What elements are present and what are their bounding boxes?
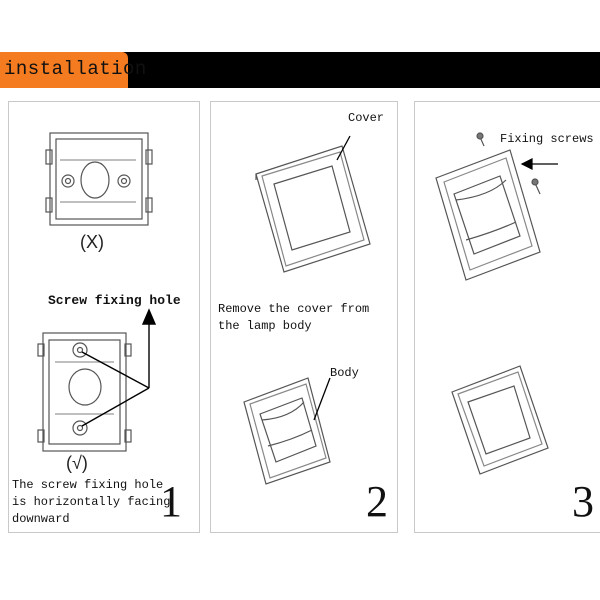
step-1-number: 1 — [160, 477, 182, 526]
wrong-orientation-mark: (X) — [80, 232, 104, 252]
step-1-caption-line-1: The screw fixing hole — [12, 478, 164, 492]
header-tab: installation — [0, 52, 146, 88]
step-1-panel — [8, 101, 200, 533]
body-label: Body — [330, 366, 359, 380]
header-banner: installation — [0, 52, 600, 88]
step-2-number: 2 — [366, 477, 388, 526]
step-1-caption-line-2: is horizontally facing — [12, 495, 171, 509]
step-1-caption-line-3: downward — [12, 512, 70, 526]
step-2-instruction-line-2: the lamp body — [218, 319, 312, 333]
step-3-panel — [414, 101, 600, 533]
step-2-instruction-line-1: Remove the cover from — [218, 302, 370, 316]
screw-fixing-hole-label: Screw fixing hole — [48, 293, 181, 308]
step-3-number: 3 — [572, 477, 594, 526]
page-title: installation — [4, 58, 147, 80]
fixing-screws-label: Fixing screws — [500, 132, 594, 146]
correct-orientation-mark: (√) — [66, 453, 88, 473]
cover-label: Cover — [348, 111, 385, 125]
step-2-panel — [210, 101, 398, 533]
